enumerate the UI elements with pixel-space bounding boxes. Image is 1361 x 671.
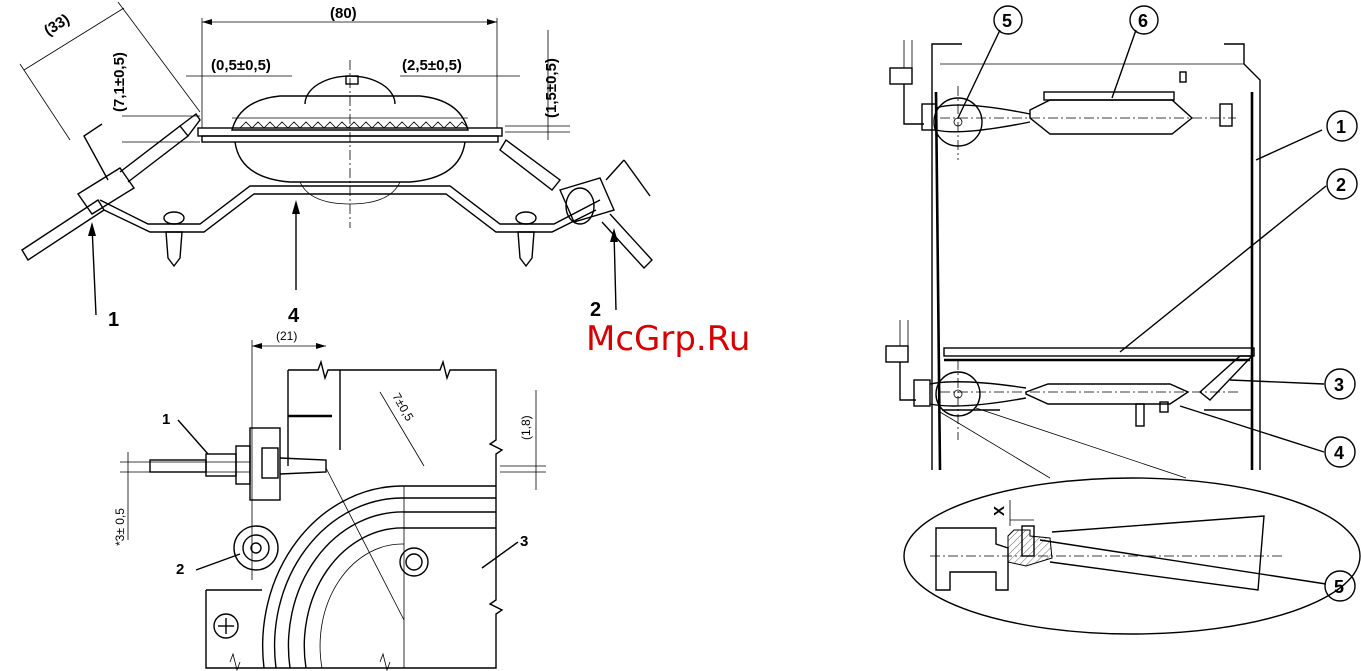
dim-21: (21) xyxy=(276,329,297,343)
screw-right xyxy=(516,212,536,266)
label-2-bottom: 2 xyxy=(176,561,184,578)
dim-1-8: (1,8) xyxy=(519,415,533,440)
dim-1-5: (1,5±0,5) xyxy=(543,58,560,118)
electrode-2 xyxy=(234,526,278,570)
callout-4: 4 xyxy=(1325,437,1355,467)
svg-text:4: 4 xyxy=(1334,443,1344,463)
dim-7-1: (7,1±0,5) xyxy=(111,52,128,112)
callout-1: 1 xyxy=(1327,111,1357,141)
svg-text:5: 5 xyxy=(1002,11,1012,31)
dim-2-5: (2,5±0,5) xyxy=(402,57,462,74)
label-1-bottom: 1 xyxy=(162,411,170,428)
svg-text:3: 3 xyxy=(1334,375,1344,395)
x-label: X xyxy=(991,506,1008,516)
dim-80: (80) xyxy=(330,5,357,22)
dim-3: *3± 0,5 xyxy=(113,508,127,546)
callout-5-top: 5 xyxy=(994,6,1022,34)
burner-top-view: (21) 7±0,5 (1,8) *3± 0,5 xyxy=(113,329,546,670)
label-4: 4 xyxy=(288,305,300,327)
label-3-bottom: 3 xyxy=(520,533,528,550)
left-electrode xyxy=(22,114,200,260)
callout-5-bottom: 5 xyxy=(1325,571,1355,601)
svg-text:5: 5 xyxy=(1334,577,1344,597)
svg-text:2: 2 xyxy=(1336,175,1346,195)
callout-3: 3 xyxy=(1325,369,1355,399)
dim-0-5: (0,5±0,5) xyxy=(211,57,271,74)
svg-text:1: 1 xyxy=(1336,117,1346,137)
electrode-1 xyxy=(150,428,326,500)
label-1: 1 xyxy=(108,309,119,331)
dim-33: (33) xyxy=(41,11,73,40)
screw-left xyxy=(164,212,184,266)
callout-2: 2 xyxy=(1327,169,1357,199)
label-2: 2 xyxy=(590,299,601,321)
watermark: McGrp.Ru xyxy=(586,319,750,359)
svg-text:6: 6 xyxy=(1138,11,1148,31)
phillips-screw-icon xyxy=(214,614,238,638)
callout-6: 6 xyxy=(1130,6,1158,34)
oven-cross-section: X xyxy=(886,30,1360,634)
right-electrode xyxy=(500,140,652,268)
dim-7: 7±0,5 xyxy=(389,391,416,424)
burner-side-view: (80) (0,5±0,5) (2,5±0,5) (1,5±0,5) (33) … xyxy=(20,2,652,331)
